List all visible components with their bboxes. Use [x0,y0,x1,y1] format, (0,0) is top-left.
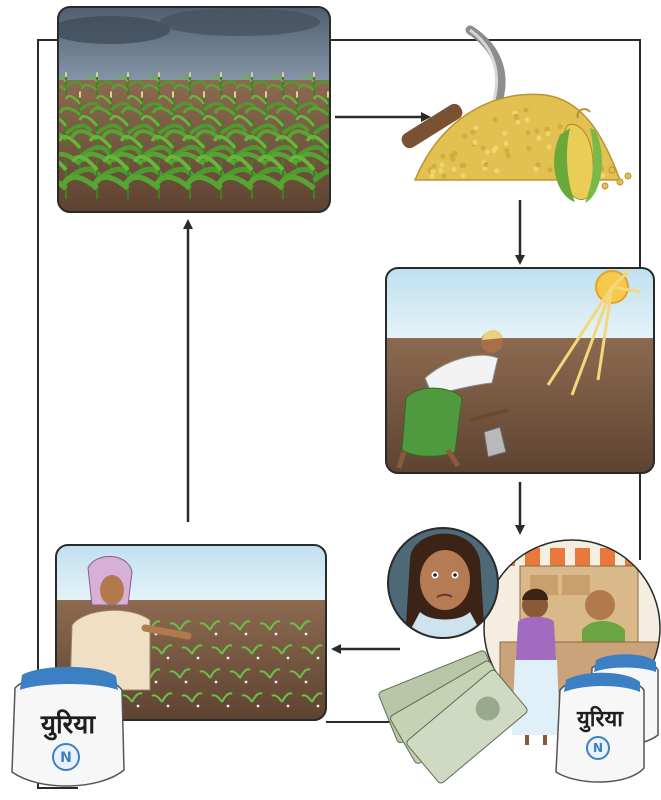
seedling [241,644,263,660]
seedling [289,668,311,684]
seedling [259,668,281,684]
farmer-digging [396,329,509,469]
applying-fertilizer-panel [55,544,327,721]
seedling [229,668,251,684]
maize-plant [173,72,207,95]
nitrogen-logo-icon-right [586,736,610,760]
seedling [181,692,203,708]
seedling [271,692,293,708]
maize-plant [235,72,269,95]
sun-icon [546,268,641,396]
urea-bag-label: युरिया [40,709,97,741]
tilling-panel [385,267,655,474]
maize-plant [80,72,114,95]
seedling [151,644,173,660]
maize-plant [163,114,217,147]
seedling [151,692,173,708]
flow-arrows [183,112,525,654]
maize-plant [142,72,176,95]
svg-text:N: N [593,741,603,755]
seedlings [109,620,323,708]
seedling [289,620,311,636]
maize-plant [101,114,155,147]
nitrogen-logo-icon [52,743,80,771]
maize-plant [266,72,300,95]
grain-kernels [427,107,632,190]
girl-customer [512,588,560,745]
shop-scene [387,527,661,745]
shop-awning [505,548,640,566]
seedling [211,644,233,660]
banknotes-icon [378,650,528,784]
seedling [199,668,221,684]
urea-bag-right: युरिया N [555,672,645,783]
seedling [181,644,203,660]
maize-plant [297,72,330,95]
maize-plant [306,91,330,121]
seedling [301,644,323,660]
seedling [229,620,251,636]
seedling [211,692,233,708]
worried-woman-portrait [387,527,499,639]
maize-field-panel [57,6,331,213]
seedling [271,644,293,660]
seedling [259,620,281,636]
seedling [199,620,221,636]
maize-plant [111,72,145,95]
maize-plant [204,72,238,95]
urea-bag-left: युरिया N [11,666,125,787]
seedling [169,668,191,684]
maize-plants [58,72,330,199]
maize-plant [277,154,330,199]
harvest-illustration [401,25,632,203]
seedling [301,692,323,708]
shopkeeper [585,590,615,620]
seedling [241,692,263,708]
urea-bag-label-right: युरिया [576,705,624,733]
svg-text:N: N [60,750,72,766]
